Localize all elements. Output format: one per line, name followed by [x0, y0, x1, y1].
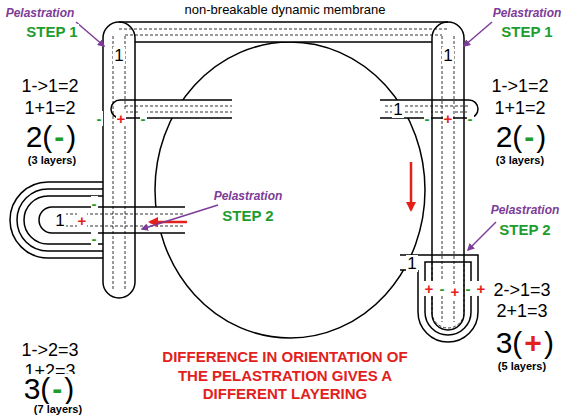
- membrane-tube: [39, 207, 185, 233]
- pointer-arrow: [76, 22, 104, 46]
- layer-result: 2(: [495, 122, 524, 152]
- step-number: STEP 1: [25, 24, 78, 39]
- membrane-name: non-breakable dynamic membrane: [184, 3, 387, 16]
- layer-formula: 2->1=3: [492, 281, 551, 299]
- layer-formula: 1->1=2: [490, 77, 549, 95]
- inner-layer: [55, 214, 185, 226]
- membrane-tube: [103, 22, 135, 298]
- membrane-fold: [10, 182, 103, 258]
- layer-result: 3(: [495, 328, 524, 358]
- step-number: STEP 2: [498, 222, 551, 237]
- inner-layer: [432, 262, 464, 328]
- arrows: [76, 22, 496, 250]
- membrane-body: [155, 42, 425, 338]
- layer-result: 2(: [25, 122, 54, 152]
- membrane-fills: [10, 22, 478, 342]
- charge-sign: -: [53, 122, 65, 152]
- inner-layer: [119, 29, 448, 35]
- membrane-fold: [400, 255, 478, 342]
- charge-sign: +: [476, 281, 487, 296]
- charge-sign: +: [443, 111, 454, 126]
- charge-sign: -: [523, 122, 535, 152]
- membrane-fold: [17, 189, 103, 251]
- layer-formula: 1->2=3: [20, 341, 79, 359]
- pointer-arrow: [142, 205, 218, 229]
- layer-note: (7 layers): [33, 404, 83, 415]
- layer-count: 1: [113, 47, 124, 64]
- charge-sign: -: [439, 281, 446, 296]
- layer-note: (5 layers): [497, 361, 547, 372]
- layer-result: ): [63, 374, 75, 404]
- charge-sign: -: [51, 374, 63, 404]
- membrane-tube: [103, 22, 135, 298]
- charge-sign: -: [140, 111, 147, 126]
- pointer-arrow: [468, 222, 496, 250]
- membrane-fold: [400, 255, 478, 342]
- caption: DIFFERENCE IN ORIENTATION OF THE PELASTR…: [154, 348, 416, 404]
- layer-formula: 1->1=2: [20, 77, 79, 95]
- membrane-fold: [425, 262, 471, 335]
- membrane-band: [119, 22, 448, 42]
- step-number: STEP 2: [221, 208, 274, 223]
- layer-formula: 1+1=2: [493, 99, 546, 117]
- charge-sign: +: [77, 213, 88, 228]
- layer-result: ): [535, 122, 547, 152]
- step-name: Pelastration: [490, 204, 561, 216]
- layer-result: 3(: [23, 374, 52, 404]
- charge-sign: -: [467, 111, 474, 126]
- layer-formula: 2+1=3: [495, 302, 548, 320]
- pointer-arrow: [464, 22, 492, 46]
- layer-note: (3 layers): [27, 155, 77, 166]
- membrane-plate: [111, 100, 232, 118]
- charge-sign: +: [424, 281, 435, 296]
- membrane-tube: [432, 22, 464, 330]
- layer-result: ): [65, 122, 77, 152]
- charge-sign: +: [450, 284, 461, 299]
- membrane-tube: [39, 207, 185, 233]
- inner-layer: [113, 36, 125, 290]
- membrane-band: [119, 22, 448, 42]
- charge-sign: -: [91, 196, 98, 211]
- membrane-outlines: [10, 22, 478, 342]
- layer-count: 1: [442, 47, 453, 64]
- inner-layers: [55, 29, 468, 328]
- step-name: Pelastration: [5, 7, 76, 19]
- membrane-plate: [111, 100, 232, 118]
- layer-count: 1: [406, 255, 417, 272]
- layer-count: 1: [54, 212, 65, 229]
- charge-sign: -: [465, 281, 472, 296]
- layer-result: ): [543, 328, 555, 358]
- charge-sign: +: [523, 328, 543, 358]
- step-number: STEP 1: [500, 24, 553, 39]
- layer-note: (3 layers): [495, 155, 545, 166]
- layer-formula: 1+1=2: [23, 99, 76, 117]
- step-name: Pelastration: [213, 190, 284, 202]
- layer-count: 1: [392, 101, 403, 118]
- inner-layer: [442, 36, 454, 322]
- charge-sign: -: [424, 111, 431, 126]
- push-arrow: [410, 162, 413, 210]
- charge-sign: -: [96, 111, 103, 126]
- step-name: Pelastration: [492, 7, 563, 19]
- charge-sign: -: [91, 231, 98, 246]
- charge-sign: +: [116, 111, 127, 126]
